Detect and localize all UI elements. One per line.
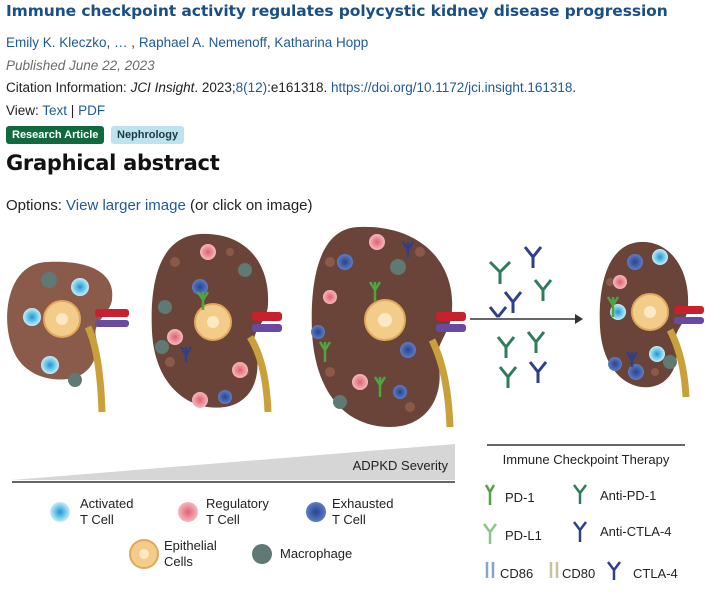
pd1-icon (484, 484, 496, 505)
view-larger-image-link[interactable]: View larger image (66, 197, 186, 214)
legend-pdl1: PD-L1 (505, 528, 542, 543)
kidney-immune-cells (23, 234, 677, 409)
kidney-receptors (179, 241, 639, 397)
author-ellipsis-link[interactable]: … (114, 35, 128, 50)
anti-pd1-icon (573, 484, 587, 504)
legend-regulatory-line2: T Cell (206, 512, 240, 527)
issue-link[interactable]: 8(12) (235, 80, 268, 95)
author-separator: , (266, 35, 275, 50)
view-label: View: (6, 103, 43, 118)
marker-legend: PD-1 Anti-PD-1 PD-L1 Anti-CTLA-4 CD86 CD… (483, 484, 678, 581)
treatment-arrow (470, 314, 583, 324)
legend-pd1: PD-1 (505, 490, 535, 505)
view-text-link[interactable]: Text (42, 103, 68, 118)
legend-cd86: CD86 (500, 566, 533, 581)
ctla4-icon (607, 561, 621, 580)
severity-wedge (12, 444, 455, 480)
macrophage-icon (252, 544, 272, 564)
legend-activated-line2: T Cell (80, 512, 114, 527)
citation-end: . (572, 80, 577, 95)
author-link-nemenoff[interactable]: Raphael A. Nemenoff (138, 35, 267, 50)
doi-link[interactable]: https://doi.org/10.1172/jci.insight.1613… (330, 80, 573, 95)
legend-anti-ctla4: Anti-CTLA-4 (600, 524, 672, 539)
badge-research-article[interactable]: Research Article (6, 126, 105, 144)
view-options: View: Text | PDF (6, 103, 105, 118)
cd86-icon (485, 562, 495, 578)
severity-label: ADPKD Severity (353, 458, 449, 473)
citation-info: Citation Information: JCI Insight. 2023;… (6, 80, 576, 95)
legend-exhausted-line1: Exhausted (332, 496, 393, 511)
badge-nephrology[interactable]: Nephrology (111, 126, 185, 144)
image-options: Options: View larger image (or click on … (6, 197, 313, 214)
legend-regulatory-line1: Regulatory (206, 496, 269, 511)
article-title[interactable]: Immune checkpoint activity regulates pol… (6, 2, 668, 20)
citation-article-id: :e161318. (267, 80, 331, 95)
anti-ctla4-icon (573, 521, 587, 542)
epithelial-cell-lumen-icon (139, 549, 149, 559)
cd80-icon (549, 562, 559, 578)
regulatory-tcell-icon (178, 502, 198, 522)
options-suffix: (or click on image) (185, 197, 313, 214)
cell-legend: Activated T Cell Regulatory T Cell Exhau… (50, 496, 393, 569)
author-link-kleczko[interactable]: Emily K. Kleczko (6, 35, 107, 50)
citation-year: . 2023; (194, 80, 236, 95)
legend-ctla4: CTLA-4 (633, 566, 678, 581)
legend-cd80: CD80 (562, 566, 595, 581)
journal-name: JCI Insight (130, 80, 195, 95)
legend-macrophage: Macrophage (280, 546, 352, 561)
published-date: Published June 22, 2023 (6, 58, 155, 73)
section-heading: Graphical abstract (6, 151, 220, 175)
author-link-hopp[interactable]: Katharina Hopp (274, 35, 369, 50)
options-label: Options: (6, 197, 67, 214)
citation-label: Citation Information: (6, 80, 131, 95)
legend-epithelial-line2: Cells (164, 554, 193, 569)
pdl1-icon (483, 523, 497, 544)
exhausted-tcell-icon (306, 502, 326, 522)
activated-tcell-icon (50, 502, 70, 522)
author-separator: , (106, 35, 115, 50)
view-pdf-link[interactable]: PDF (78, 103, 106, 118)
epithelial-cells (43, 293, 669, 341)
therapy-label: Immune Checkpoint Therapy (503, 452, 670, 467)
author-separator: , (127, 35, 139, 50)
legend-activated-line1: Activated (80, 496, 133, 511)
legend-epithelial-line1: Epithelial (164, 538, 217, 553)
antibody-cluster (488, 246, 553, 388)
legend-exhausted-line2: T Cell (332, 512, 366, 527)
graphical-abstract-image[interactable]: ADPKD Severity Immune Checkpoint Therapy… (0, 222, 711, 592)
view-separator: | (67, 103, 79, 118)
legend-anti-pd1: Anti-PD-1 (600, 488, 656, 503)
author-list: Emily K. Kleczko, … , Raphael A. Nemenof… (6, 35, 368, 50)
